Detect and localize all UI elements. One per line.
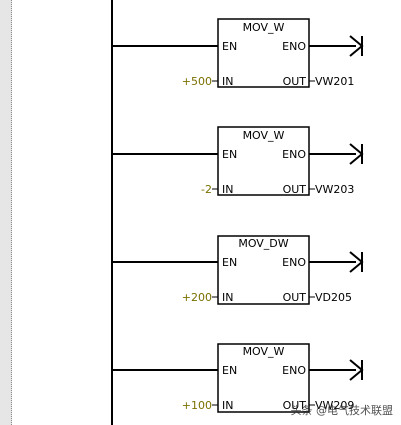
en-pin: EN [222,148,237,161]
block-title: MOV_W [243,129,285,142]
out-value[interactable]: VD205 [315,291,352,304]
eno-pin: ENO [282,148,306,161]
left-gutter [0,0,12,425]
in-pin: IN [222,399,233,412]
en-pin: EN [222,256,237,269]
out-pin: OUT [283,291,307,304]
block-box [217,18,310,88]
in-pin: IN [222,183,233,196]
block-box [217,343,310,413]
out-pin: OUT [283,399,307,412]
block-title: MOV_W [243,21,285,34]
block-title: MOV_DW [238,237,288,250]
block-box [217,235,310,305]
in-value[interactable]: +200 [182,291,212,304]
out-value[interactable]: VW203 [315,183,354,196]
out-value[interactable]: VW209 [315,399,354,412]
mov-block-4[interactable]: MOV_W EN ENO +100 IN OUT VW209 [112,343,364,413]
in-value[interactable]: +500 [182,75,212,88]
in-value[interactable]: +100 [182,399,212,412]
block-box [217,126,310,196]
out-pin: OUT [283,75,307,88]
out-value[interactable]: VW201 [315,75,354,88]
out-pin: OUT [283,183,307,196]
eno-pin: ENO [282,40,306,53]
mov-block-2[interactable]: MOV_W EN ENO -2 IN OUT VW203 [112,126,364,196]
mov-block-1[interactable]: MOV_W EN ENO +500 IN OUT VW201 [112,18,364,88]
mov-block-3[interactable]: MOV_DW EN ENO +200 IN OUT VD205 [112,235,364,305]
eno-pin: ENO [282,364,306,377]
eno-pin: ENO [282,256,306,269]
en-pin: EN [222,364,237,377]
in-pin: IN [222,291,233,304]
watermark: 头条 @电气技术联盟 [291,403,394,417]
in-value[interactable]: -2 [201,183,212,196]
en-pin: EN [222,40,237,53]
in-pin: IN [222,75,233,88]
block-title: MOV_W [243,345,285,358]
